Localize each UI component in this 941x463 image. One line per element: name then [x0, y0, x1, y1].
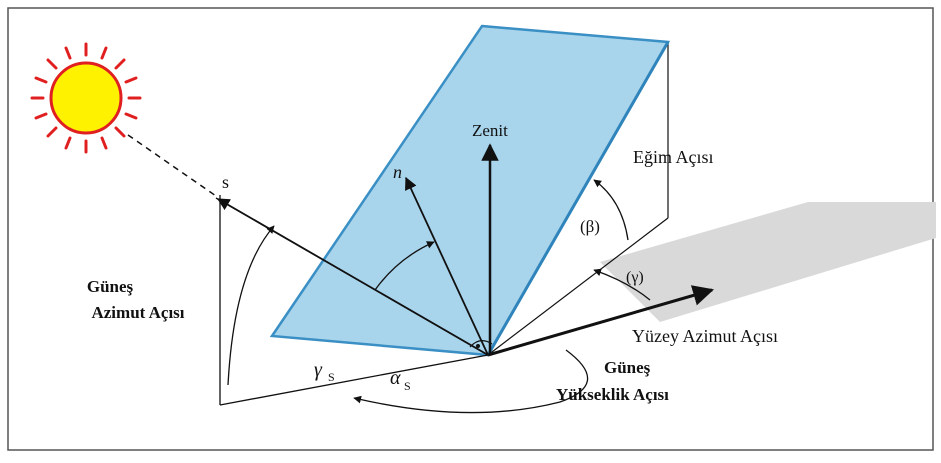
beta-label: (β)	[580, 217, 600, 236]
normal-label: n	[393, 162, 402, 182]
incidence-angle-arc	[374, 241, 435, 291]
sun-vector-arrow	[216, 198, 489, 356]
tilt-angle-label: Eğim Açısı	[633, 147, 714, 167]
right-angle-marker	[469, 340, 493, 348]
right-angle-dot	[476, 344, 480, 348]
normal-arrow	[405, 176, 489, 356]
surface-azimuth-arrow	[487, 285, 715, 357]
shadow-band	[600, 202, 936, 322]
alpha-s-subscript: S	[404, 379, 411, 393]
surface-azimuth-label: Yüzey Azimut Açısı	[632, 326, 778, 346]
alpha-s-arc	[353, 349, 589, 414]
panel-front-edge	[486, 41, 670, 356]
beta-angle-arc	[593, 179, 629, 241]
gamma-angle-arc	[593, 268, 651, 301]
sun-azimuth-arc	[227, 225, 275, 386]
sun-icon	[30, 42, 142, 154]
sun-vector-label: s	[222, 172, 229, 192]
sun-ray-dashed	[127, 134, 217, 197]
gamma-s-symbol: γ	[314, 359, 323, 381]
sun-elevation-label-line2: Yükseklik Açısı	[556, 385, 669, 404]
sun-azimuth-label-line2: Azimut Açısı	[91, 303, 184, 322]
sun-azimuth-label-line1: Güneş	[87, 277, 134, 296]
zenith-label: Zenit	[472, 121, 508, 140]
tilted-panel	[269, 24, 671, 357]
alpha-s-symbol: α	[390, 367, 401, 389]
gamma-label: (γ)	[626, 269, 644, 286]
tilt-support-plane	[487, 42, 669, 356]
sun-elevation-label-line1: Güneş	[604, 358, 651, 377]
gamma-s-subscript: S	[328, 370, 335, 384]
